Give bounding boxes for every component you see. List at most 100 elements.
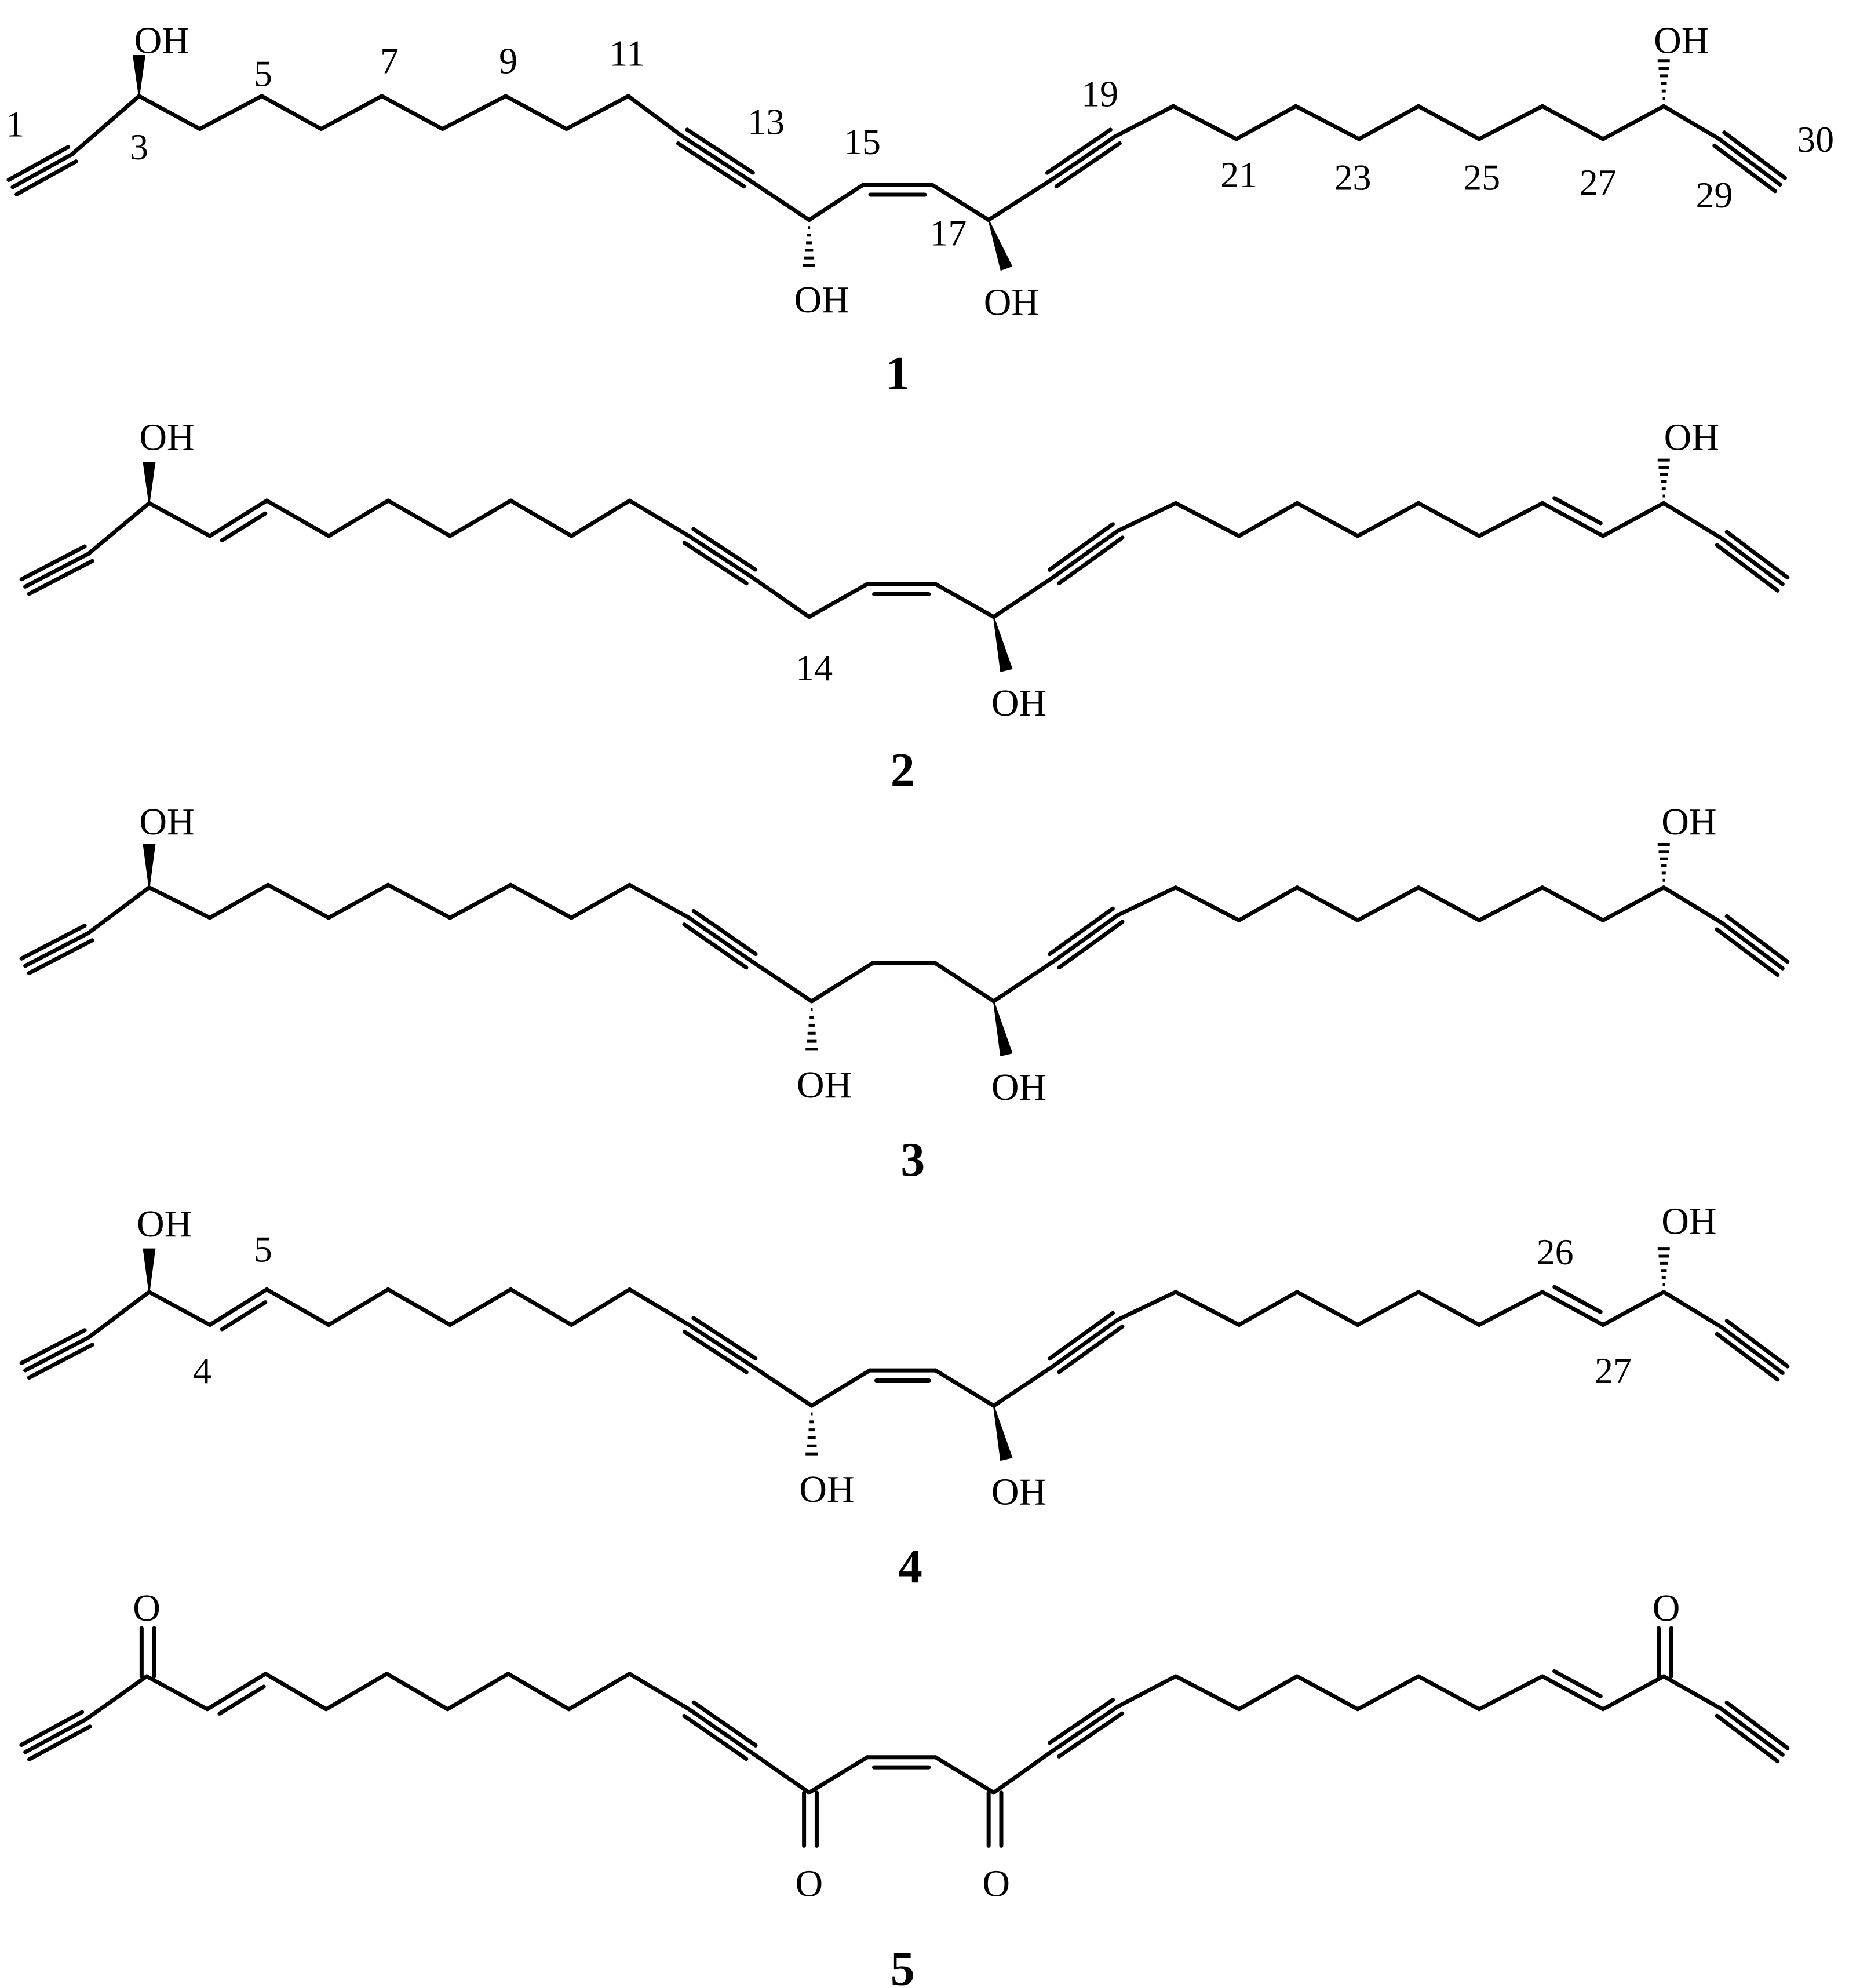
triple-bond-line bbox=[1052, 1704, 1120, 1752]
bond bbox=[1601, 885, 1666, 922]
bond bbox=[220, 1300, 268, 1332]
triple-bond-line bbox=[1048, 1698, 1115, 1745]
bond bbox=[1552, 496, 1603, 526]
bond bbox=[749, 1750, 811, 1795]
oxygen-label: O bbox=[982, 1863, 1010, 1905]
bond bbox=[569, 882, 632, 920]
locant-label: 27 bbox=[1595, 1350, 1632, 1391]
bond bbox=[1416, 501, 1482, 538]
triple-bond-line bbox=[10, 152, 74, 189]
bond bbox=[260, 94, 323, 132]
triple-bond-line bbox=[27, 1724, 92, 1761]
bond bbox=[1477, 1290, 1545, 1327]
bond bbox=[569, 1287, 632, 1327]
bond bbox=[506, 1672, 571, 1712]
bond bbox=[508, 882, 574, 920]
bond bbox=[207, 882, 271, 920]
bond bbox=[86, 1290, 151, 1340]
bond bbox=[1477, 104, 1545, 141]
oh-label: OH bbox=[1664, 417, 1719, 459]
bond bbox=[326, 498, 391, 538]
bond bbox=[1540, 1290, 1606, 1327]
bond bbox=[448, 882, 513, 920]
bond bbox=[1355, 501, 1421, 538]
triple-bond-line bbox=[682, 1713, 749, 1761]
triple-bond-line bbox=[6, 145, 70, 182]
locant-label: 30 bbox=[1797, 119, 1834, 160]
bond bbox=[933, 1368, 996, 1408]
triple-bond-line bbox=[1712, 143, 1777, 194]
triple-bond-line bbox=[1717, 137, 1782, 187]
oxygen-label: O bbox=[796, 1863, 823, 1905]
bond bbox=[1356, 104, 1421, 141]
wedge-bond bbox=[143, 1248, 156, 1292]
bond bbox=[1661, 1290, 1724, 1330]
bond bbox=[1295, 1290, 1360, 1327]
bond bbox=[807, 183, 866, 222]
oh-label: OH bbox=[991, 1066, 1046, 1108]
bond bbox=[147, 1290, 212, 1327]
triple-bond-line bbox=[1724, 530, 1790, 580]
bond bbox=[1552, 1669, 1603, 1699]
triple-bond-line bbox=[691, 1700, 758, 1748]
triple-bond-line bbox=[685, 127, 755, 175]
bond bbox=[385, 1672, 450, 1712]
triple-bond-line bbox=[676, 141, 746, 189]
triple-bond-line bbox=[23, 1717, 88, 1754]
oh-label: OH bbox=[139, 801, 194, 843]
bond bbox=[1552, 1285, 1603, 1314]
bond bbox=[86, 501, 151, 556]
bond bbox=[564, 94, 630, 132]
bond bbox=[1601, 1674, 1666, 1712]
bond bbox=[1173, 885, 1241, 922]
triple-bond-line bbox=[1720, 1707, 1785, 1757]
locant-label: 5 bbox=[254, 53, 272, 94]
bond bbox=[1416, 1674, 1482, 1712]
wedge-bond bbox=[133, 54, 145, 96]
triple-bond-line bbox=[1057, 920, 1125, 970]
oh-label: OH bbox=[794, 279, 849, 321]
triple-bond-line bbox=[1054, 141, 1122, 189]
wedge-bond bbox=[143, 844, 156, 888]
oh-label: OH bbox=[1661, 801, 1716, 843]
locant-label: 9 bbox=[499, 41, 517, 82]
triple-bond-line bbox=[1724, 1319, 1790, 1369]
triple-bond-line bbox=[687, 1323, 753, 1367]
oh-label: OH bbox=[139, 417, 194, 459]
bond bbox=[1601, 501, 1666, 538]
bond bbox=[1173, 1290, 1241, 1327]
bond bbox=[986, 177, 1054, 222]
bond bbox=[1237, 1674, 1300, 1712]
bond bbox=[386, 498, 453, 538]
bond bbox=[626, 94, 685, 139]
bond bbox=[628, 1672, 691, 1712]
bond bbox=[504, 94, 568, 132]
triple-bond-line bbox=[1047, 1311, 1115, 1361]
triple-bond-line bbox=[682, 541, 749, 586]
bond bbox=[147, 501, 212, 538]
bond bbox=[1661, 501, 1724, 541]
triple-bond-line bbox=[23, 931, 91, 968]
bond bbox=[929, 183, 991, 222]
triple-bond-line bbox=[1715, 1332, 1780, 1382]
locant-label: 26 bbox=[1537, 1231, 1574, 1272]
bond bbox=[746, 177, 811, 222]
bond bbox=[137, 94, 202, 132]
bond bbox=[380, 94, 445, 132]
bond bbox=[144, 1674, 210, 1712]
wedge-bond bbox=[993, 1001, 1013, 1057]
bond bbox=[1416, 104, 1482, 141]
triple-bond-line bbox=[23, 1335, 91, 1373]
bond bbox=[1540, 1674, 1606, 1712]
oh-label: OH bbox=[137, 1203, 192, 1245]
bond bbox=[1115, 501, 1178, 533]
bond bbox=[263, 1672, 329, 1712]
bond bbox=[1477, 501, 1545, 538]
bond bbox=[807, 1755, 870, 1795]
locant-label: 7 bbox=[380, 41, 399, 82]
locant-label: 11 bbox=[609, 32, 645, 74]
bond bbox=[386, 1287, 453, 1327]
locant-label: 5 bbox=[254, 1228, 272, 1270]
